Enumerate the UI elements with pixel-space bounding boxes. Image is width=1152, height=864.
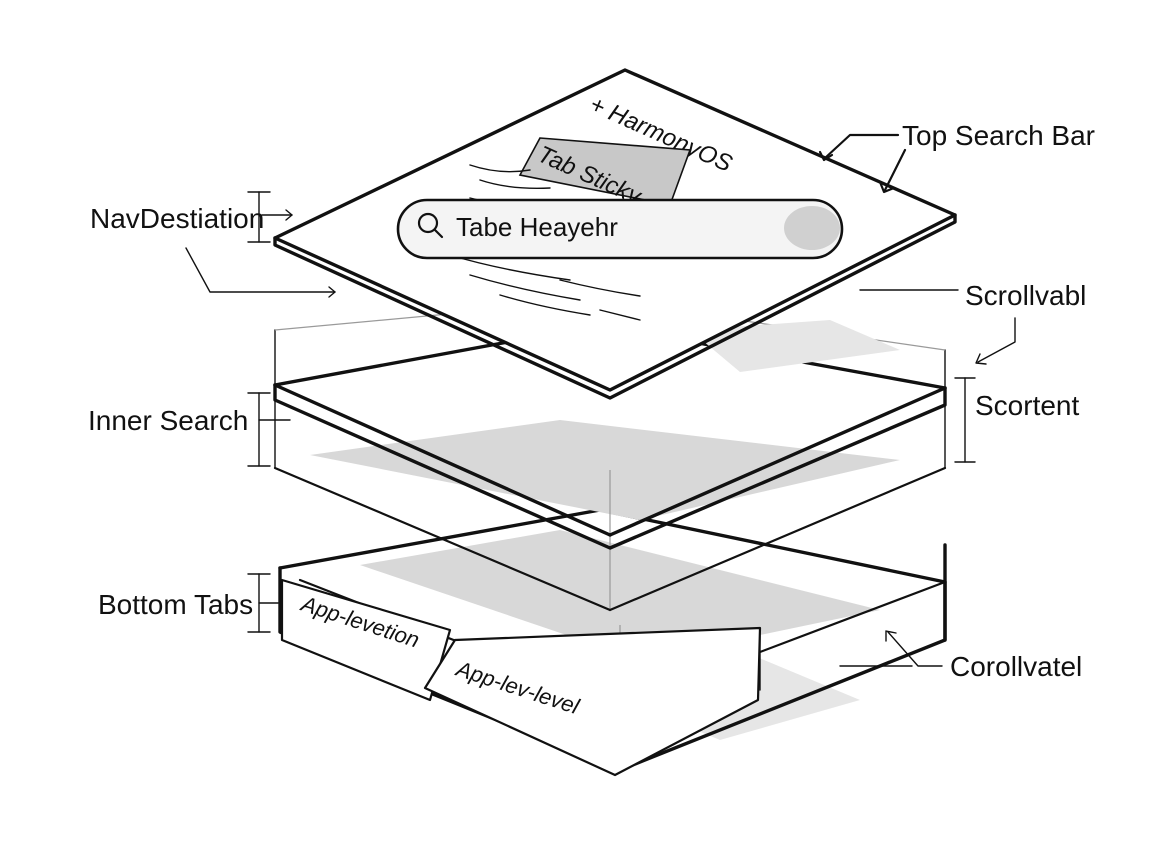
- top-search-bar[interactable]: Tabe Heayehr: [396, 198, 844, 260]
- callout-bottom-tabs: Bottom Tabs: [98, 573, 279, 633]
- callout-scrollable: Scrollvabl: [859, 280, 1086, 365]
- callout-nav-destination: NavDestiation: [90, 191, 336, 298]
- search-input-text: Tabe Heayehr: [456, 212, 618, 242]
- callout-corollvatel: Corollvatel: [839, 630, 1082, 682]
- callout-top-search-bar: Top Search Bar: [818, 120, 1095, 194]
- callout-nav-destination-label: NavDestiation: [90, 203, 264, 234]
- callout-corollvatel-label: Corollvatel: [950, 651, 1082, 682]
- callout-inner-search: Inner Search: [88, 392, 291, 467]
- bottom-layer: App-levetion App-lev-level: [278, 508, 947, 777]
- callout-bottom-tabs-label: Bottom Tabs: [98, 589, 253, 620]
- search-icon: [417, 212, 444, 239]
- bottom-tab-1[interactable]: App-levetion: [280, 578, 452, 702]
- callout-top-search-bar-label: Top Search Bar: [902, 120, 1095, 151]
- callout-scroll-content: Scortent: [954, 377, 1079, 463]
- bottom-tab-2[interactable]: App-lev-level: [423, 626, 762, 777]
- top-layer: + HarmonyOS Tab Sticky Tabe Heayehr: [273, 68, 957, 400]
- callout-scroll-content-label: Scortent: [975, 390, 1079, 421]
- callout-inner-search-label: Inner Search: [88, 405, 248, 436]
- callout-scrollable-label: Scrollvabl: [965, 280, 1086, 311]
